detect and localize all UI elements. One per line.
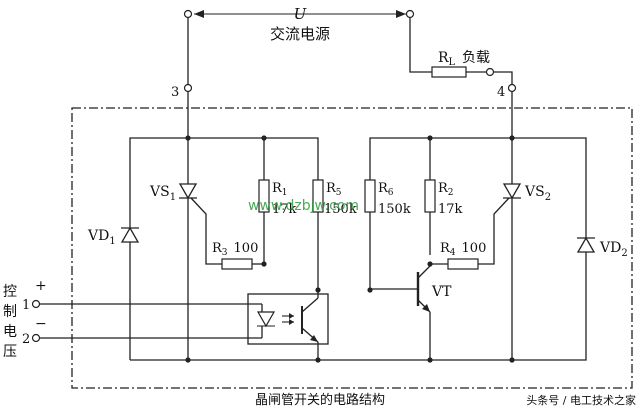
terminal-3-label: 3 <box>171 85 179 100</box>
voltage-arrow <box>194 10 406 18</box>
terminal-4-label: 4 <box>497 85 505 100</box>
minus-sign: − <box>35 316 47 332</box>
thyristor-vs1 <box>178 183 222 265</box>
junction-dots <box>185 135 515 363</box>
resistor-r2 <box>424 179 436 213</box>
transistor-vt <box>370 265 431 360</box>
ac-terminal-left <box>183 9 193 19</box>
vs1-label: VS1 <box>149 184 176 203</box>
voltage-label: U <box>294 5 308 23</box>
r6-label: R6 <box>378 181 394 198</box>
r2-value: 17k <box>438 202 463 217</box>
r1-label: R1 <box>272 181 288 198</box>
vd1-label: VD1 <box>87 228 116 247</box>
resistor-r5 <box>312 179 324 213</box>
terminal-1 <box>31 299 41 309</box>
ac-source-label: 交流电源 <box>270 25 330 43</box>
r1-value: 17k <box>272 202 297 217</box>
terminal-4 <box>507 83 517 93</box>
load-wire-right <box>494 71 513 86</box>
terminal-2-label: 2 <box>22 332 30 347</box>
load-resistor-rl <box>431 66 467 78</box>
watermark-text: www.dzbjw.com <box>248 198 359 214</box>
terminal-2 <box>31 333 41 343</box>
r6-value: 150k <box>378 202 411 217</box>
diode-vd1 <box>120 226 140 243</box>
control-char-1: 控 <box>3 284 17 300</box>
load-wire-left <box>409 18 432 73</box>
r2-label: R2 <box>438 181 454 198</box>
platform-credit: 头条号 / 电工技术之家 <box>526 393 636 407</box>
optocoupler <box>247 293 329 345</box>
figure-caption: 晶闸管开关的电路结构 <box>255 392 385 408</box>
control-char-4: 压 <box>3 344 17 360</box>
terminal-1-label: 1 <box>22 298 30 313</box>
ac-terminal-right <box>405 9 415 19</box>
resistor-r3 <box>221 258 253 270</box>
left-top-rail <box>129 137 319 360</box>
r5-value: 150k <box>324 202 357 217</box>
load-terminal <box>485 67 495 77</box>
resistor-r4 <box>447 258 479 270</box>
control-char-3: 电 <box>3 324 17 340</box>
vs2-label: VS2 <box>524 184 551 203</box>
r5-label: R5 <box>326 181 342 198</box>
resistor-r6 <box>364 179 376 213</box>
terminal-3 <box>183 83 193 93</box>
vd2-label: VD2 <box>599 240 628 259</box>
control-char-2: 制 <box>3 304 17 320</box>
diode-vd2 <box>576 236 596 253</box>
rl-label: RL <box>438 50 456 68</box>
right-top-rail <box>130 137 587 361</box>
opto-led <box>256 311 294 328</box>
plus-sign: + <box>35 278 47 294</box>
resistor-r1 <box>258 179 270 213</box>
thyristor-vs2 <box>478 183 522 265</box>
opto-phototransistor <box>301 297 319 343</box>
module-boundary <box>71 107 633 389</box>
vt-label: VT <box>431 284 452 300</box>
load-label: 负载 <box>462 50 490 66</box>
